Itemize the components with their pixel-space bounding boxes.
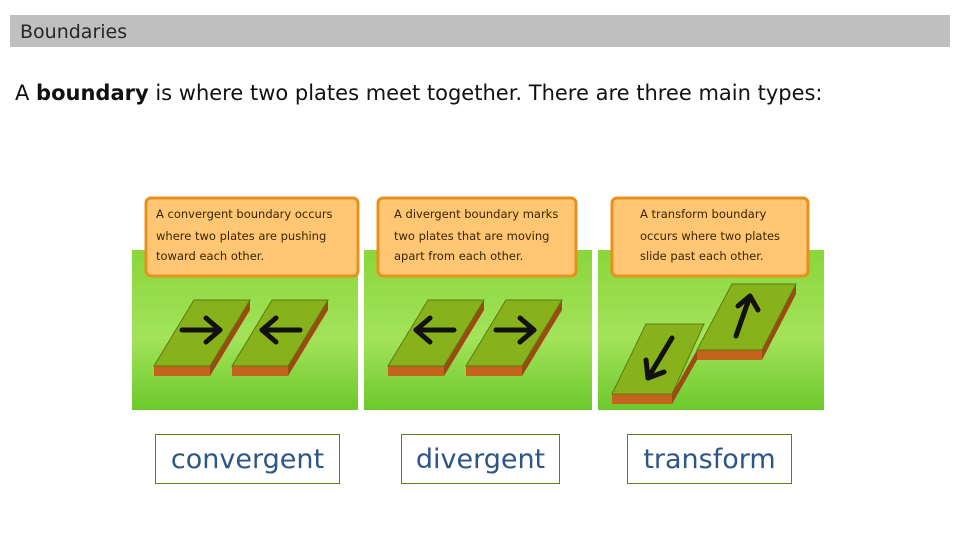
plate-left [153, 299, 251, 376]
caption-line: occurs where two plates [640, 229, 780, 243]
arrow-left-icon [259, 315, 303, 345]
slide-title: Boundaries [20, 21, 128, 43]
arrow-right-icon [493, 315, 537, 345]
caption-line: toward each other. [156, 249, 264, 263]
intro-text-end: is where two plates meet together. There… [148, 81, 823, 105]
intro-text-start: A [15, 81, 37, 105]
plate-right [465, 299, 563, 376]
plate-upper [696, 283, 797, 360]
caption-box [144, 196, 360, 278]
slide-title-bar: Boundaries [10, 15, 950, 47]
caption-line: A convergent boundary occurs [156, 207, 333, 221]
caption-line: where two plates are pushing [156, 229, 326, 243]
intro-keyword: boundary [36, 81, 149, 105]
arrow-down-left-icon [643, 335, 675, 381]
caption-line: two plates that are moving [394, 229, 549, 243]
intro-text: A boundary is where two plates meet toge… [15, 78, 945, 108]
boundary-diagram: A convergent boundary occurs where two p… [132, 196, 824, 410]
arrow-up-right-icon [733, 293, 761, 339]
caption-line: apart from each other. [394, 249, 523, 263]
caption-line: A divergent boundary marks [394, 207, 558, 221]
label-convergent: convergent [155, 434, 340, 484]
label-divergent: divergent [401, 434, 560, 484]
plate-left [387, 299, 485, 376]
caption-box [376, 196, 578, 278]
caption-line: slide past each other. [640, 249, 764, 263]
arrow-right-icon [179, 315, 223, 345]
plate-right [231, 299, 329, 376]
label-transform: transform [627, 434, 792, 484]
caption-line: A transform boundary [640, 207, 767, 221]
arrow-left-icon [413, 315, 457, 345]
panel-divergent: A divergent boundary marks two plates th… [364, 196, 592, 410]
panel-transform: A transform boundary occurs where two pl… [598, 196, 824, 410]
panel-convergent: A convergent boundary occurs where two p… [132, 196, 360, 410]
caption-box [610, 196, 810, 278]
